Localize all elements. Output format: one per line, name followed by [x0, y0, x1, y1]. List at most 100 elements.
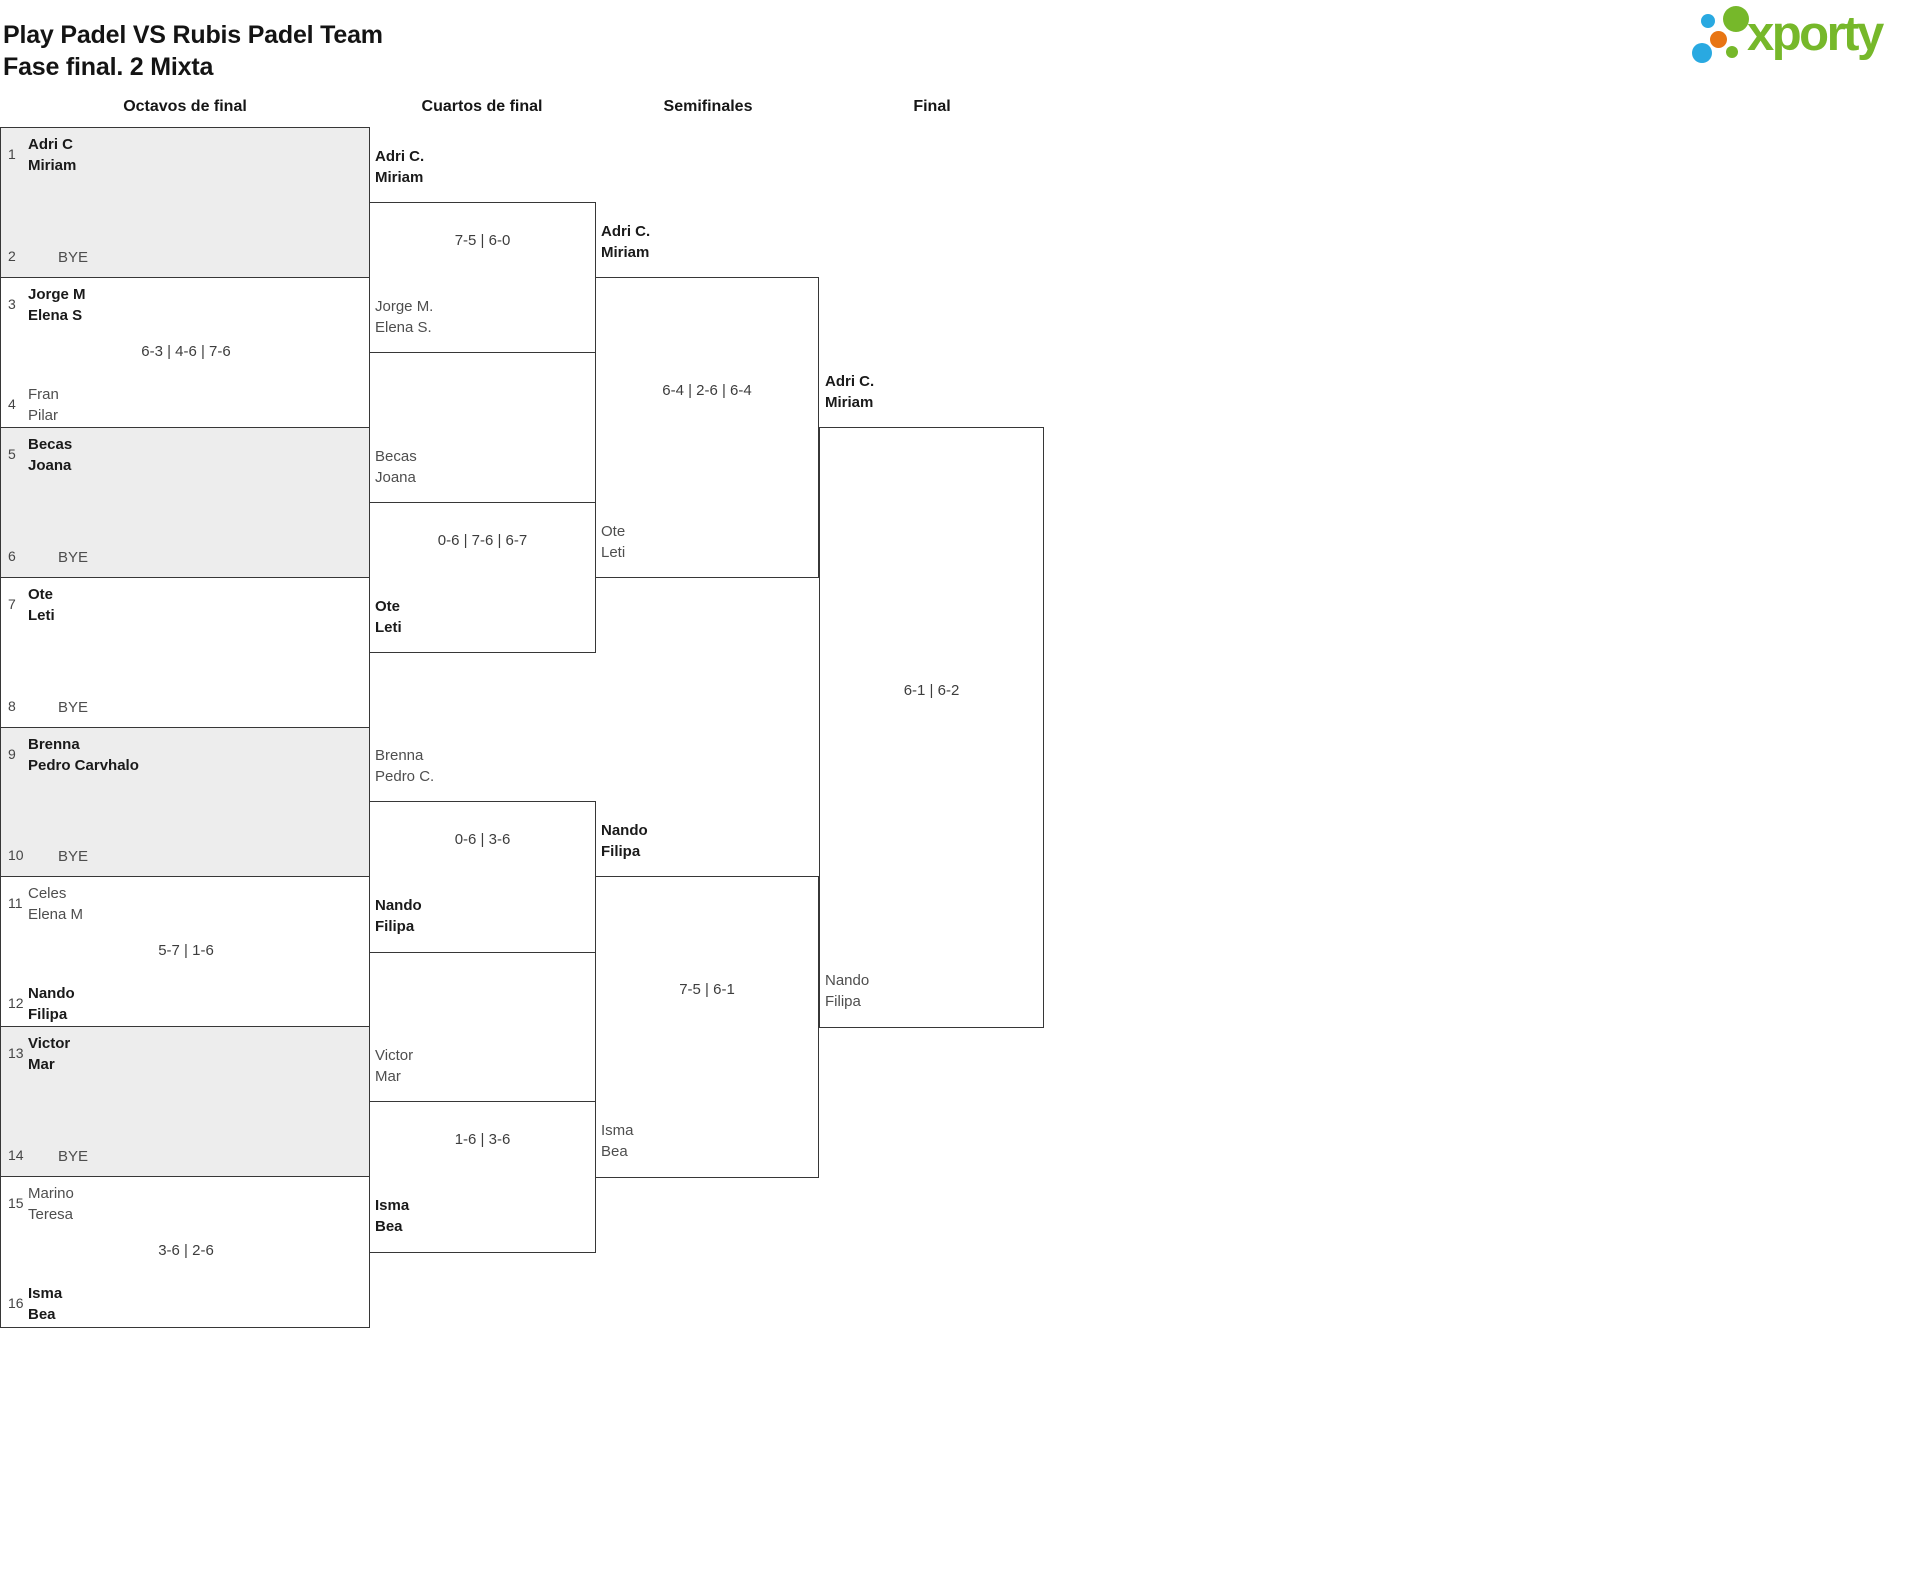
bye-text: BYE	[58, 698, 89, 716]
participant-name-line: Teresa	[28, 1206, 74, 1224]
participant-name-line: Leti	[375, 618, 402, 636]
bye-text: BYE	[58, 848, 89, 866]
participant-name-line: Adri C	[28, 136, 73, 153]
participant-name-line: Celes	[28, 885, 67, 903]
bye-text: BYE	[58, 548, 89, 566]
participant-name-line: Brenna	[375, 747, 424, 765]
logo-dot-green-large	[1723, 6, 1749, 32]
seed-number: 12	[8, 995, 24, 1012]
participant-name-line: Victor	[375, 1047, 414, 1065]
column-header-octavos: Octavos de final	[123, 98, 247, 115]
seed-number: 13	[8, 1045, 24, 1062]
participant-name-line: Bea	[375, 1218, 403, 1236]
participant-name-line: Becas	[375, 447, 417, 465]
seed-number: 4	[8, 395, 16, 412]
match-score: 3-6 | 2-6	[158, 1242, 214, 1260]
participant-name-line: Nando	[601, 822, 648, 840]
participant-name-line: Becas	[28, 435, 73, 453]
final-participant[interactable]: Adri C.Miriam	[825, 371, 874, 413]
xporty-logo[interactable]: xporty	[1687, 2, 1920, 66]
participant-name-line: Filipa	[601, 843, 641, 861]
logo-wordmark: xporty	[1747, 7, 1884, 61]
participant-name-line: Pedro Carvhalo	[28, 756, 139, 774]
bye-text: BYE	[58, 248, 89, 266]
seed-number: 15	[8, 1195, 24, 1212]
seed-number: 14	[8, 1147, 24, 1164]
logo-dot-blue-small	[1701, 14, 1715, 28]
column-header-final: Final	[913, 98, 951, 115]
match-score: 0-6 | 7-6 | 6-7	[437, 531, 528, 549]
participant-name-line: Pedro C.	[375, 768, 435, 786]
seed-number: 7	[8, 595, 16, 612]
tournament-title: Play Padel VS Rubis Padel Team	[3, 20, 383, 49]
participant-name-line: Fran	[28, 385, 59, 403]
match-score: 6-4 | 2-6 | 6-4	[662, 381, 752, 399]
participant-name-line: Adri C.	[601, 222, 651, 240]
participant-name-line: Elena M	[28, 906, 84, 924]
participant-name-line: Adri C.	[375, 147, 425, 165]
participant-name-line: Leti	[28, 606, 55, 624]
participant-name-line: Marino	[28, 1185, 74, 1203]
participant-name-line: Nando	[28, 985, 75, 1003]
match-score: 5-7 | 1-6	[158, 942, 214, 960]
participant-name-line: Isma	[601, 1122, 634, 1140]
participant-name-line: Miriam	[601, 243, 650, 261]
seed-number: 9	[8, 745, 16, 762]
bye-label: BYE	[58, 697, 88, 718]
bye-label: BYE	[58, 846, 88, 867]
qf-participant[interactable]: Adri C.Miriam	[375, 146, 424, 188]
column-header-cuartos: Cuartos de final	[421, 98, 543, 115]
sf-participant[interactable]: Adri C. Miriam	[601, 221, 650, 263]
participant-name-line: Nando	[825, 972, 870, 990]
participant-name-line: Adri C.	[825, 372, 875, 390]
bye-label: BYE	[58, 247, 88, 268]
participant-name-line: Isma	[28, 1285, 63, 1302]
participant-name-line: Nando	[375, 897, 422, 915]
qf-participant[interactable]: Jorge M.Elena S.	[375, 296, 433, 338]
participant-name-line: Joana	[375, 468, 416, 486]
seed-number: 10	[8, 847, 24, 864]
phase-subtitle: Fase final. 2 Mixta	[3, 52, 214, 81]
seed-number: 1	[8, 146, 16, 162]
participant-name-line: Bea	[601, 1143, 628, 1161]
participant-name-line: Ote	[375, 597, 401, 615]
sf-box-1	[595, 276, 819, 579]
logo-dot-green-small	[1726, 46, 1738, 58]
participant-name-line: Mar	[375, 1068, 401, 1086]
seed-number: 2	[8, 247, 16, 264]
participant-name-line: Leti	[601, 543, 626, 561]
match-score: 0-6 | 3-6	[454, 831, 511, 849]
sf-box-2	[595, 876, 819, 1178]
match-score: 1-6 | 3-6	[454, 1131, 511, 1149]
column-header-semifinales: Semifinales	[663, 98, 753, 115]
match-score: 6-3 | 4-6 | 7-6	[141, 342, 231, 360]
